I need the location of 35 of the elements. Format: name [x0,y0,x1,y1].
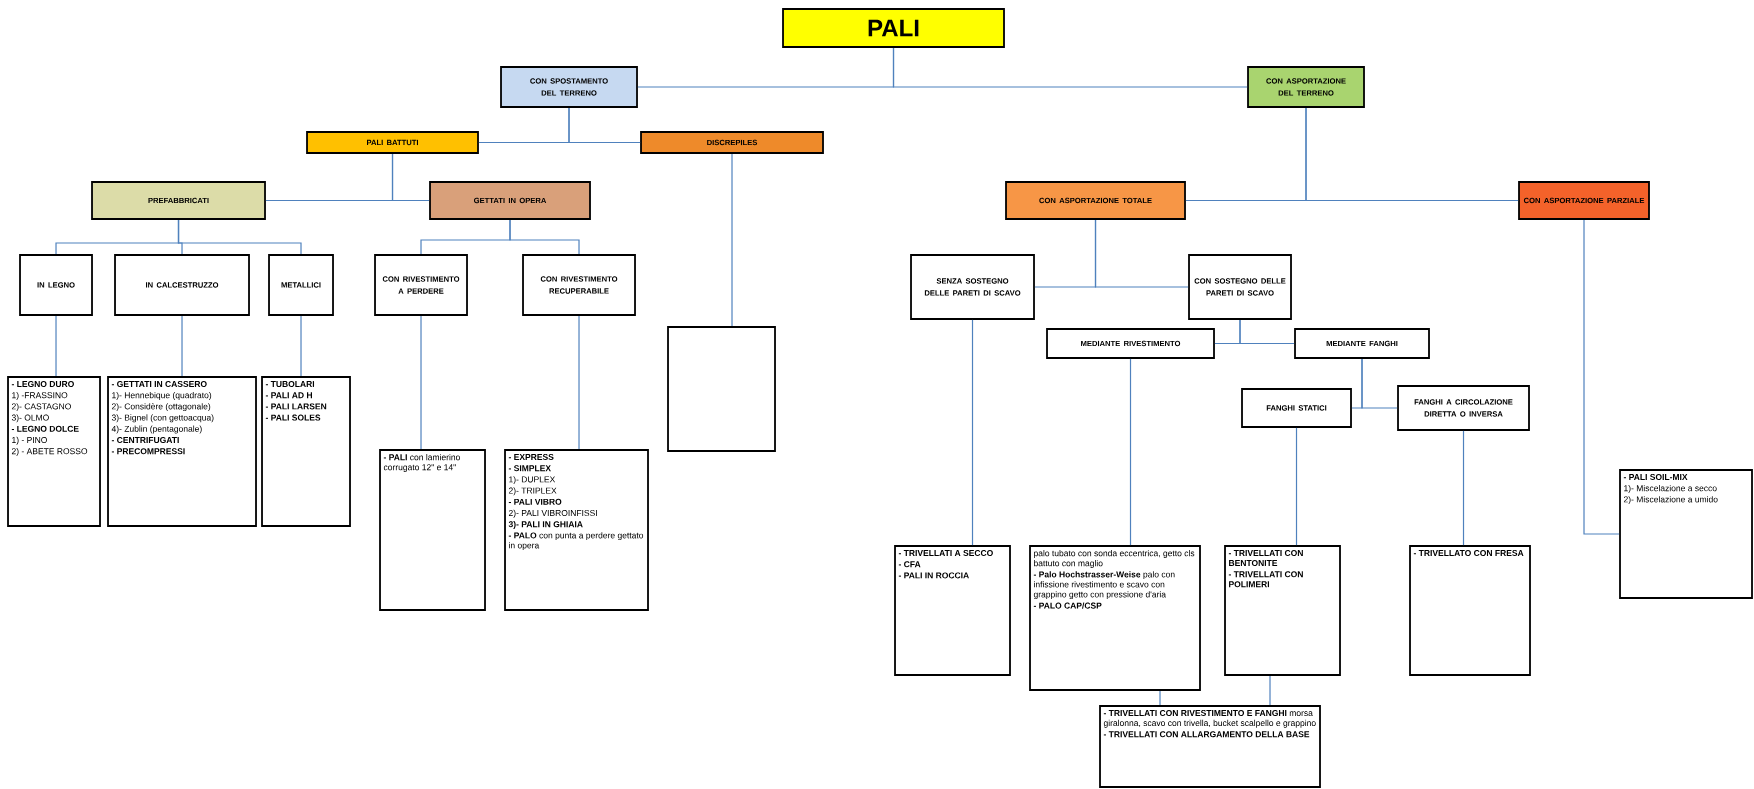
list-box: - TRIVELLATO CON FRESA [1409,545,1531,676]
list-box: - EXPRESS - SIMPLEX 1)- DUPLEX 2)- TRIPLEX - PALI VIBRO 2)- PALI VIBROINFISSI 3)- PALI IN GHIAIA - PALO con punta a perdere gettato in opera [504,449,649,611]
connector-line [1305,107,1519,202]
connector-line [1239,319,1295,345]
connector-line [391,153,430,202]
connector-line [55,315,57,377]
connector-line [177,219,302,255]
connector-line [420,315,422,450]
box [667,326,776,452]
connector-line [1462,430,1465,546]
connector-line [578,315,580,450]
list-box: - TRIVELLATI A SECCO - CFA - PALI IN ROCCIA [894,545,1011,676]
connector-line [181,315,183,377]
connector-line [509,219,580,255]
list-box: - PALI SOIL-MIX 1)- Miscelazione a secco 2)- Miscelazione a umido [1619,469,1753,599]
connector-line [1094,219,1189,288]
connector-line [1269,675,1271,706]
connector-line [1361,358,1398,409]
list-box: - LEGNO DURO 1) -FRASSINO 2)- CASTAGNO 3)- OLMO - LEGNO DOLCE 1) - PINO 2) - ABETE ROSSO [7,376,101,527]
list-box: - GETTATI IN CASSERO 1)- Hennebique (quadrato) 2)- Considère (ottagonale) 3)- Bignel (con gettoacqua) 4)- Zublin (pentagonale) - CENTRIFUGATI - PRECOMPRESSI [107,376,257,527]
connector-line [971,319,974,546]
list-box: - PALI con lamierino corrugato 12" e 14" [379,449,486,611]
connector-line [568,107,641,144]
title-box: PALI [782,8,1005,48]
connector-line [892,47,1248,88]
connector-line [1159,690,1161,706]
connector-line [731,153,733,327]
list-box: - TRIVELLATI CON RIVESTIMENTO E FANGHI morsa giralonna, scavo con trivella, bucket scalpello e grappino - TRIVELLATI CON ALLARGAMENTO DELLA BASE [1099,705,1321,788]
list-box: palo tubato con sonda eccentrica, getto cls battuto con maglio - Palo Hochstrasser-Weise palo con infissione rivestimento e scavo con grappino getto con pressione d'aria - PALO CAP/CSP [1029,545,1201,691]
connector-line [1295,427,1298,546]
list-box: - TUBOLARI - PALI AD H - PALI LARSEN - PALI SOLES [261,376,351,527]
connector-line [1583,219,1620,535]
connector-line [1129,358,1132,546]
connector-line [300,315,302,377]
list-box: - TRIVELLATI CON BENTONITE - TRIVELLATI CON POLIMERI [1224,545,1341,676]
